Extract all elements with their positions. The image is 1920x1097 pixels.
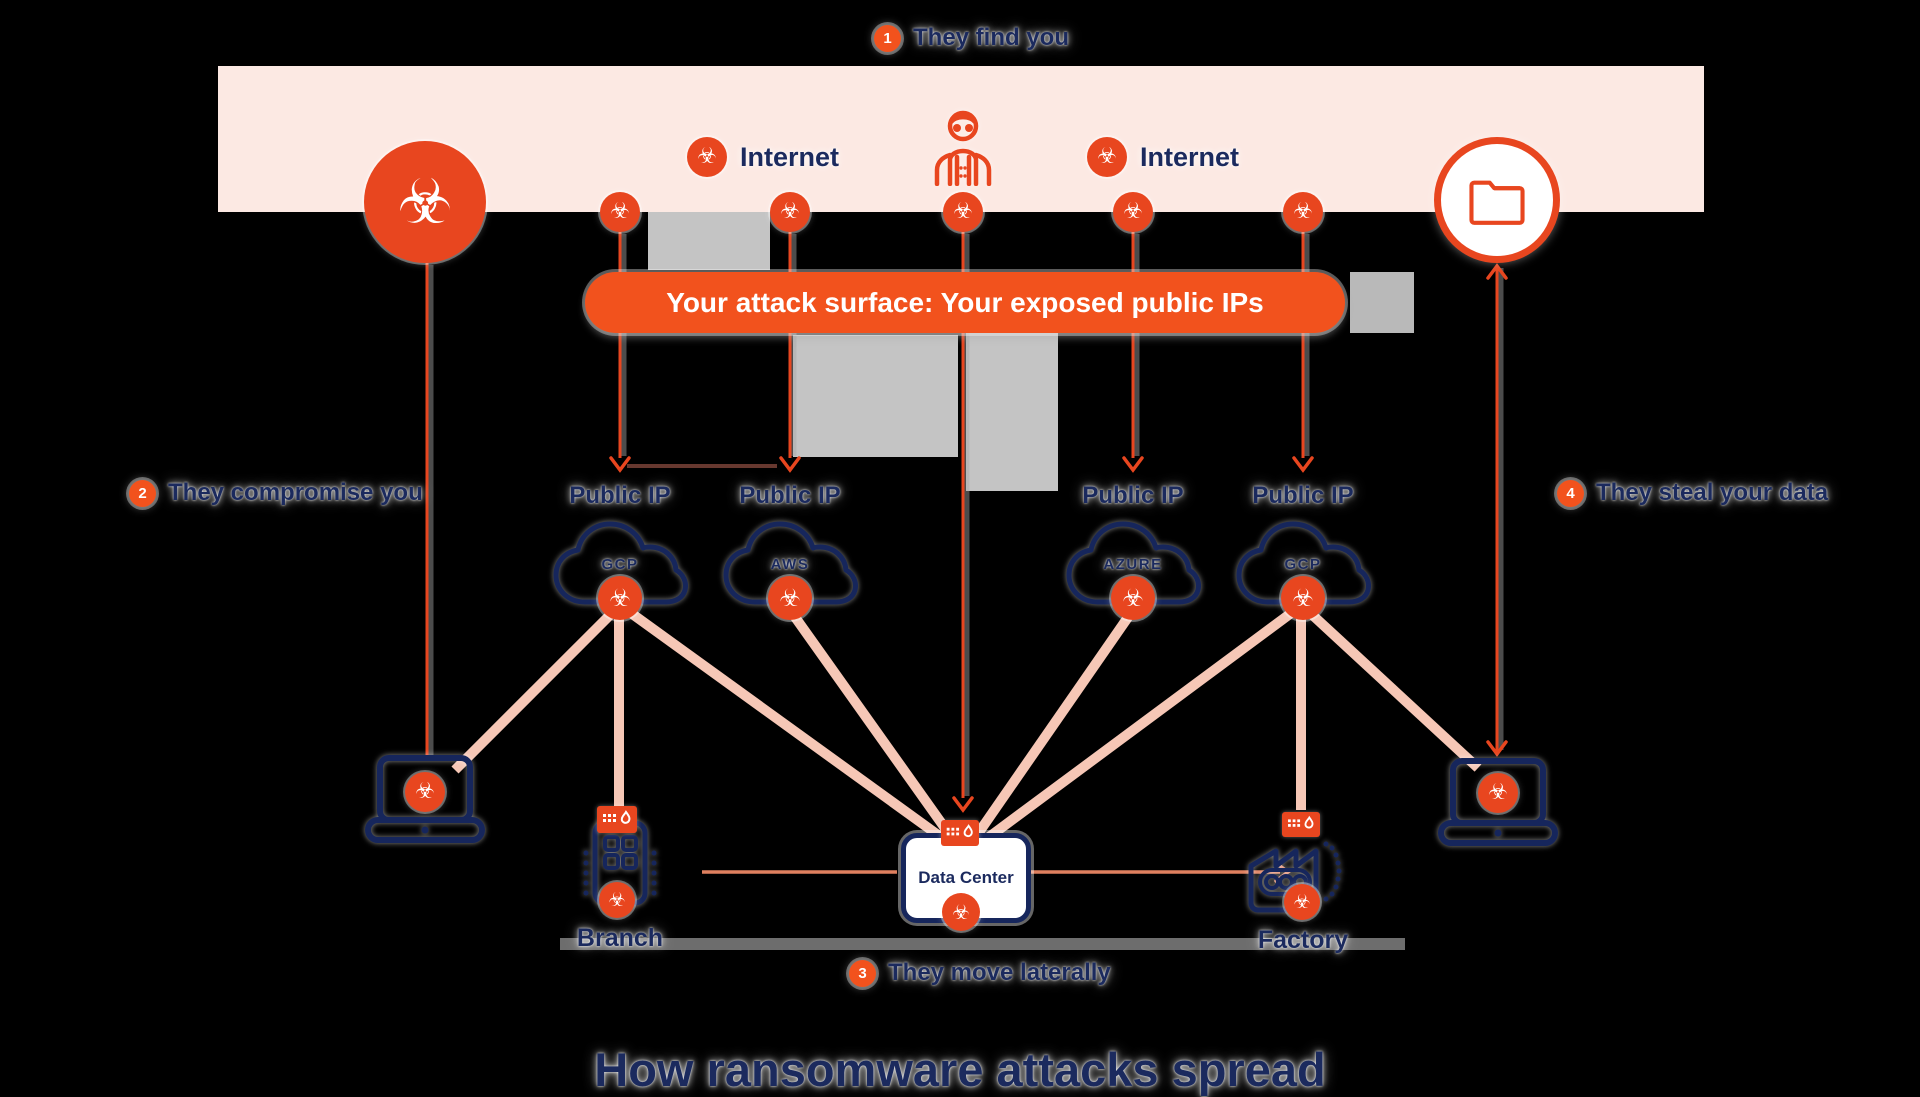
biohazard-icon: ☣: [1113, 192, 1153, 232]
biohazard-icon: ☣: [943, 192, 983, 232]
factory-label: Factory: [1257, 926, 1349, 954]
shadow-artifact: [560, 938, 1405, 950]
laptop-icon: [1438, 758, 1558, 846]
malware-badge-icon: [597, 806, 637, 833]
public-ip-label: Public IP: [569, 482, 671, 509]
branch-label: Branch: [576, 924, 664, 952]
step-2-label: They compromise you: [168, 479, 423, 506]
step-1: 1 They find you: [874, 24, 1069, 52]
shadow-artifact: [1350, 272, 1414, 333]
lateral-spread-links: [451, 603, 1482, 845]
cloud-provider-label: AWS: [770, 556, 810, 573]
cloud-provider-label: GCP: [1284, 556, 1322, 573]
public-ip-label: Public IP: [1252, 482, 1354, 509]
public-ip-label: Public IP: [739, 482, 841, 509]
shadow-artifact: [793, 335, 958, 457]
folder-icon: [1469, 180, 1525, 225]
step-2-badge: 2: [129, 479, 156, 507]
hacker-icon: [934, 110, 992, 186]
internet-left-label: Internet: [740, 141, 840, 172]
data-center-label: Data Center: [918, 868, 1014, 887]
biohazard-icon: ☣: [770, 192, 810, 232]
biohazard-icon: ☣: [687, 137, 727, 177]
cloud-icon: [1236, 521, 1371, 605]
stolen-data-circle: [1434, 137, 1560, 263]
attack-surface-pill: Your attack surface: Your exposed public…: [585, 272, 1345, 333]
step-3: 3 They move laterally: [849, 959, 1111, 987]
threat-actor-circle: ☣: [364, 141, 486, 263]
biohazard-icon: ☣: [405, 772, 445, 812]
biohazard-icon: ☣: [768, 576, 812, 620]
biohazard-icon: ☣: [942, 893, 980, 931]
step-1-label: They find you: [913, 24, 1069, 51]
cloud-icon: [723, 521, 858, 605]
step-1-badge: 1: [874, 24, 901, 52]
step-4: 4 They steal your data: [1557, 479, 1828, 507]
biohazard-icon: ☣: [1281, 576, 1325, 620]
cloud-icon: [553, 521, 688, 605]
step-3-label: They move laterally: [888, 959, 1111, 986]
internet-right-label: Internet: [1140, 141, 1240, 172]
laptop-icon: [365, 755, 485, 843]
malware-badge-icon: [1282, 812, 1320, 837]
biohazard-icon: ☣: [1087, 137, 1127, 177]
page-title: How ransomware attacks spread: [594, 1043, 1326, 1096]
biohazard-icon: ☣: [1283, 192, 1323, 232]
public-ip-label: Public IP: [1082, 482, 1184, 509]
biohazard-icon: ☣: [1284, 884, 1320, 920]
cloud-icon: [1066, 521, 1201, 605]
malware-badge-icon: [941, 820, 979, 846]
biohazard-icon: ☣: [1111, 576, 1155, 620]
arrowheads: [609, 263, 1508, 813]
shadow-artifact: [648, 212, 770, 270]
biohazard-icon: ☣: [599, 882, 635, 918]
step-3-badge: 3: [849, 959, 876, 987]
step-4-badge: 4: [1557, 479, 1584, 507]
step-4-label: They steal your data: [1596, 479, 1829, 506]
biohazard-icon: ☣: [598, 576, 642, 620]
biohazard-icon: ☣: [600, 192, 640, 232]
biohazard-icon: ☣: [1478, 773, 1518, 813]
shadow-artifact: [966, 333, 1058, 491]
cloud-provider-label: GCP: [601, 556, 639, 573]
cloud-provider-label: AZURE: [1103, 556, 1163, 573]
step-2: 2 They compromise you: [129, 479, 423, 507]
